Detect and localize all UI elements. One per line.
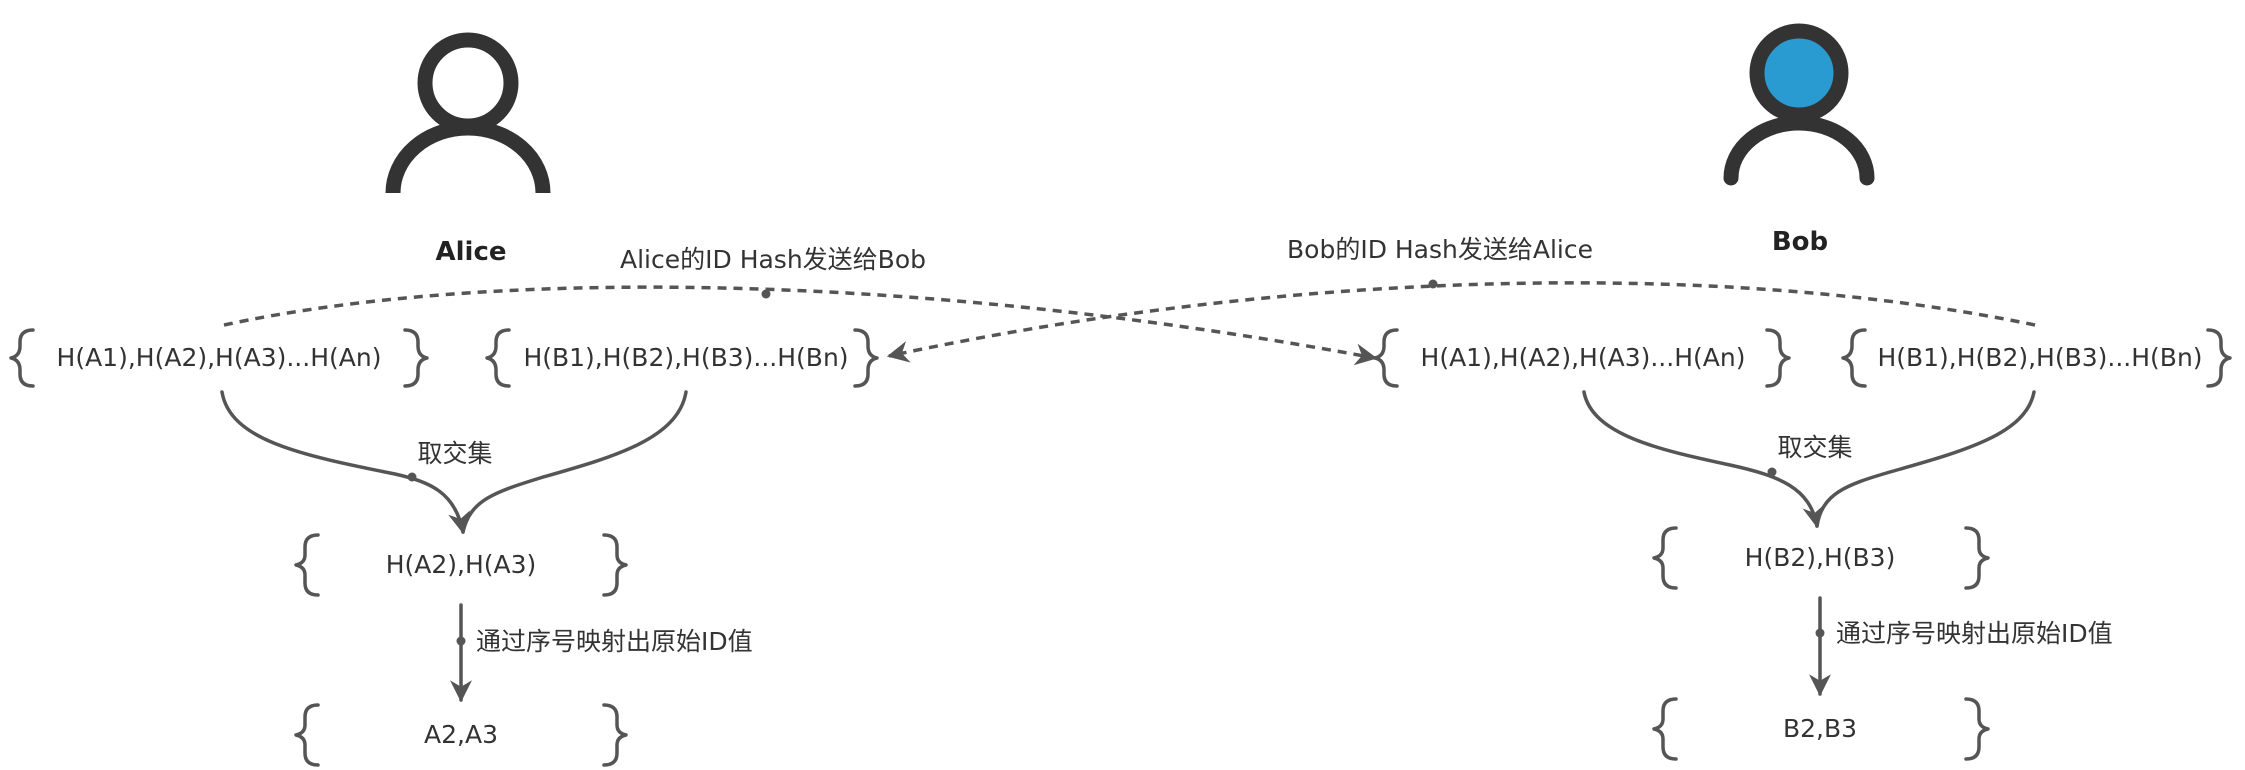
alice-received-hash-text: H(B1),H(B2),H(B3)...H(Bn) [523,343,848,372]
alice-to-bob-arrow [223,285,1378,366]
alice-result-set: A2,A3 [294,703,628,767]
bob-own-hash-text: H(B1),H(B2),H(B3)...H(Bn) [1877,343,2202,372]
alice-intersection-set: H(A2),H(A3) [294,533,628,597]
bob-intersect-left-curve [1582,390,1825,529]
bob-map-dot [1815,628,1825,638]
alice-result-text: A2,A3 [424,720,498,749]
alice-map-label: 通过序号映射出原始ID值 [476,627,753,656]
alice-intersect-right-curve [461,390,688,534]
bob-send-label: Bob的ID Hash发送给Alice [1287,235,1593,264]
bob-own-hash-set: H(B1),H(B2),H(B3)...H(Bn) [1841,328,2232,388]
alice-intersection-text: H(A2),H(A3) [386,550,537,579]
alice-own-hash-set: H(A1),H(A2),H(A3)...H(An) [9,328,429,388]
alice-name: Alice [436,237,507,267]
bob-result-set: B2,B3 [1652,697,1990,761]
alice-avatar-icon [385,32,551,194]
alice-intersect-dot [407,472,417,482]
alice-intersect-label: 取交集 [417,439,492,468]
bob-to-alice-arrow [886,281,2036,363]
bob-received-hash-text: H(A1),H(A2),H(A3)...H(An) [1421,343,1746,372]
bob-intersection-text: H(B2),H(B3) [1745,543,1896,572]
bob-intersect-label: 取交集 [1777,433,1852,462]
alice-send-label: Alice的ID Hash发送给Bob [620,245,926,274]
bob-result-text: B2,B3 [1783,714,1857,743]
bob-map-label: 通过序号映射出原始ID值 [1836,619,2113,648]
alice-to-bob-midpoint [761,289,771,299]
alice-map-dot [456,636,466,646]
bob-intersect-right-curve [1815,390,2036,528]
bob-to-alice-midpoint [1428,279,1438,289]
bob-intersect-dot [1767,467,1777,477]
alice-intersect-left-curve [220,390,470,535]
bob-received-hash-set: H(A1),H(A2),H(A3)...H(An) [1373,328,1791,388]
bob-avatar-icon [1723,23,1875,186]
bob-intersection-set: H(B2),H(B3) [1652,526,1990,590]
alice-own-hash-text: H(A1),H(A2),H(A3)...H(An) [57,343,382,372]
bob-name: Bob [1772,227,1828,257]
alice-received-hash-set: H(B1),H(B2),H(B3)...H(Bn) [485,328,879,388]
